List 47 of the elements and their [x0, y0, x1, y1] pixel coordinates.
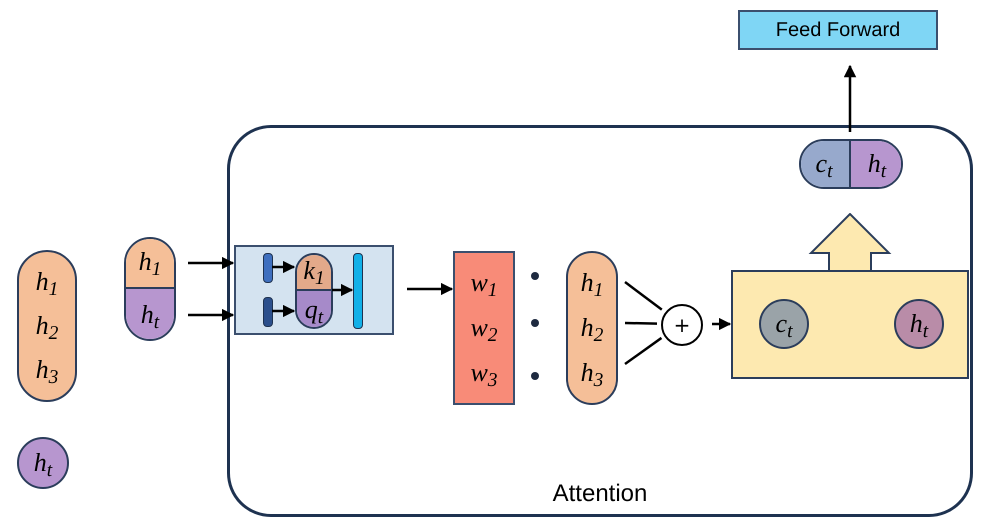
capsule-half	[297, 255, 331, 291]
capsule-half	[126, 289, 174, 339]
attention-panel	[227, 125, 973, 517]
arrow	[844, 64, 856, 132]
math-label: c$_{t}$	[816, 151, 832, 177]
math-label: h$_{3}$	[580, 360, 604, 386]
math-label: h$_{1}$	[36, 269, 58, 295]
capsule-half	[801, 141, 851, 187]
panel-title: Attention	[552, 479, 648, 509]
arrow	[272, 304, 296, 318]
capsule-half	[297, 291, 331, 327]
arrow	[188, 308, 234, 322]
math-label: q$_{t}$	[304, 297, 324, 323]
math-label: h$_{t}$	[34, 450, 52, 476]
math-label: h$_{1}$	[138, 249, 162, 275]
math-label: k$_{1}$	[303, 258, 325, 284]
math-label: h$_{t}$	[140, 302, 160, 328]
math-label: +	[674, 315, 690, 335]
layer-bar	[353, 253, 363, 329]
feed-forward-box	[738, 10, 938, 50]
math-label: h$_{t}$	[868, 151, 886, 177]
panel-title: Feed Forward	[776, 18, 900, 43]
split-capsule	[295, 253, 333, 329]
math-label: h$_{3}$	[36, 357, 58, 383]
math-label: w$_{3}$	[470, 360, 498, 386]
math-label: h$_{1}$	[580, 270, 604, 296]
math-label: h$_{2}$	[580, 314, 604, 341]
arrow	[712, 318, 732, 330]
score-box	[234, 245, 394, 335]
arrow	[188, 256, 234, 270]
arrow	[332, 284, 354, 296]
layer-bar	[263, 297, 273, 327]
math-label: h$_{2}$	[36, 313, 58, 339]
capsule-half	[126, 239, 174, 289]
arrow	[272, 260, 296, 274]
math-label: w$_{2}$	[470, 314, 498, 341]
capsule-half	[851, 141, 901, 187]
split-capsule	[124, 237, 176, 341]
split-capsule	[799, 139, 903, 189]
math-label: w$_{1}$	[470, 270, 498, 296]
weight-box	[453, 251, 515, 405]
block-arrow-box	[731, 213, 969, 379]
vector-capsule	[566, 251, 618, 405]
math-label: h$_{t}$	[910, 311, 928, 337]
layer-bar	[263, 253, 273, 283]
arrow	[407, 282, 454, 296]
math-label: c$_{t}$	[776, 311, 792, 337]
